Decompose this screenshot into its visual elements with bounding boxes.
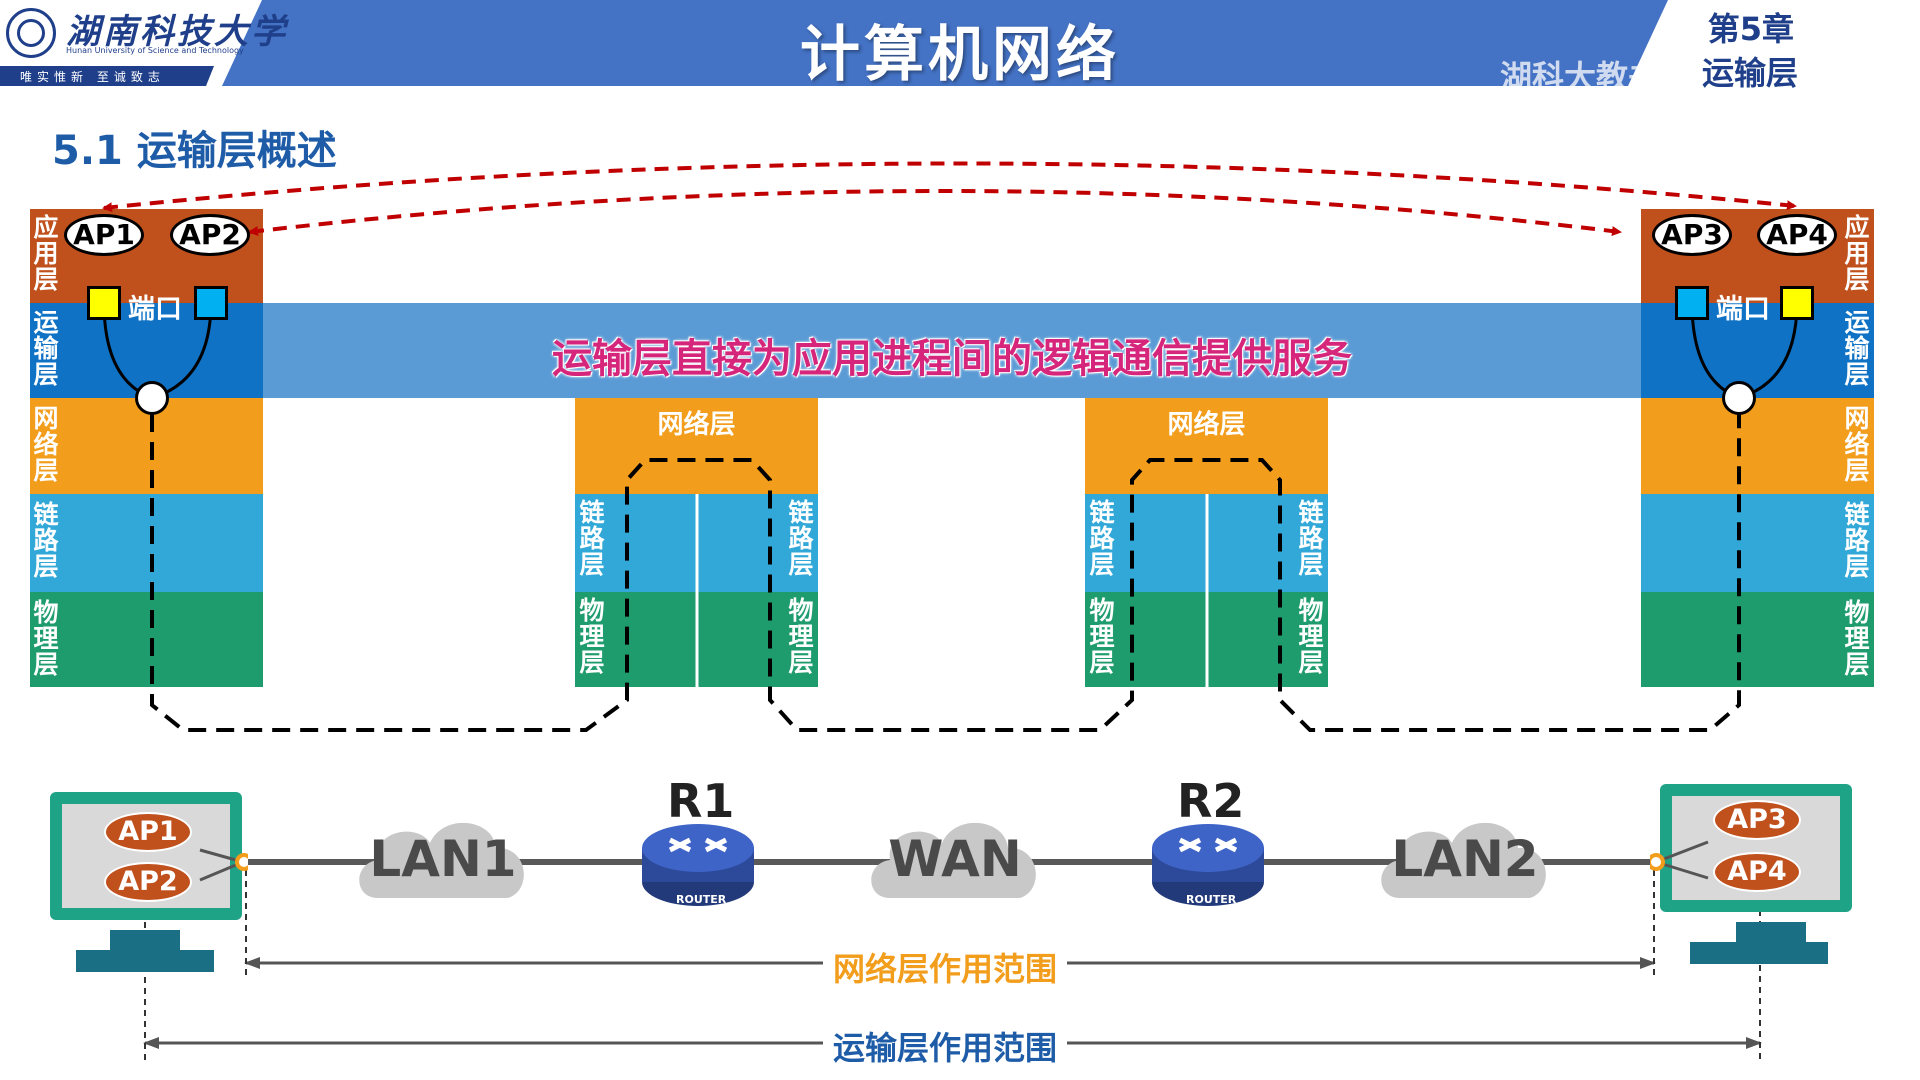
right-transport-label: 运输层 [1844,308,1870,389]
right-application-label: 应用层 [1844,213,1870,294]
lan2-label: LAN2 [1391,830,1539,888]
physical-data-path [150,414,1741,732]
transport-service-text: 运输层直接为应用进程间的逻辑通信提供服务 [552,336,1352,382]
university-name: 湖南科技大学 [66,12,288,52]
right-link-label: 链路层 [1844,500,1870,581]
wan-label: WAN [888,830,1022,888]
router1-icon-label: ROUTER [676,893,727,906]
app-process-ap3: AP3 [1652,214,1732,256]
router2-link-label-right: 链路层 [1298,498,1324,579]
right-port-blue [1675,286,1709,320]
wan-cloud-icon [871,822,1036,898]
app-process-ap2: AP2 [170,214,250,256]
left-physical-label: 物理层 [33,598,59,679]
router2-physical-label-right: 物理层 [1298,596,1324,677]
left-network-label: 网络层 [33,404,59,485]
left-transport-label: 运输层 [33,308,59,389]
header-bar: 湖南科技大学 Hunan University of Science and T… [0,0,1920,96]
left-port-label: 端口 [128,294,182,325]
university-motto: 唯实惟新 至诚致志 [20,70,165,84]
router1-network-label: 网络层 [657,410,736,440]
right-computer-ap3: AP3 [1713,800,1801,840]
university-logo-icon [6,8,56,58]
router1-link-layer [575,494,818,592]
transport-range-label: 运输层作用范围 [823,1023,1068,1069]
right-port-yellow [1780,286,1814,320]
lan1-label: LAN1 [369,830,517,888]
right-mux-point [1722,381,1756,415]
lan1-cloud-icon [359,822,524,898]
router1-icon [642,824,754,906]
logical-link-ap1-ap4 [102,161,1797,213]
right-physical-label: 物理层 [1844,598,1870,679]
left-mux-point [135,381,169,415]
router1-link-label-right: 链路层 [788,498,814,579]
router2-icon [1152,824,1264,906]
left-physical-layer [30,592,263,687]
chapter-number: 第5章 [1707,10,1794,48]
router1-name: R1 [667,774,735,828]
header-background [0,0,1920,86]
watermark-text: 湖科大教书匠 [1500,58,1693,96]
right-link-layer [1641,494,1874,592]
app-process-ap1: AP1 [64,214,144,256]
router2-link-layer [1085,494,1328,592]
router2-link-label-left: 链路层 [1089,498,1115,579]
left-port-yellow [87,286,121,320]
router2-name: R2 [1177,774,1245,828]
left-computer-ap1: AP1 [104,812,192,852]
right-port-label: 端口 [1716,294,1770,325]
router2-icon-label: ROUTER [1186,893,1237,906]
right-computer-ap4: AP4 [1713,852,1801,892]
left-link-label: 链路层 [33,500,59,581]
right-computer-icon [1650,784,1852,964]
router2-physical-label-left: 物理层 [1089,596,1115,677]
left-link-layer [30,494,263,592]
transport-service-band [263,303,1641,398]
router1-link-label-left: 链路层 [579,498,605,579]
router1-physical-label-right: 物理层 [788,596,814,677]
router1-physical-label-left: 物理层 [579,596,605,677]
router1-physical-layer [575,592,818,687]
university-name-en: Hunan University of Science and Technolo… [66,46,244,55]
network-range-label: 网络层作用范围 [823,944,1068,990]
right-network-label: 网络层 [1844,404,1870,485]
right-network-layer [1641,398,1874,494]
page-title: 计算机网络 [800,20,1120,90]
lan2-cloud-icon [1381,822,1546,898]
section-title: 5.1 运输层概述 [52,128,337,174]
router2-physical-layer [1085,592,1328,687]
logical-link-ap2-ap3 [248,189,1622,237]
left-application-label: 应用层 [33,213,59,294]
right-physical-layer [1641,592,1874,687]
chapter-title: 运输层 [1701,54,1798,92]
router2-network-label: 网络层 [1167,410,1246,440]
app-process-ap4: AP4 [1757,214,1837,256]
left-port-blue [194,286,228,320]
left-computer-ap2: AP2 [104,862,192,902]
